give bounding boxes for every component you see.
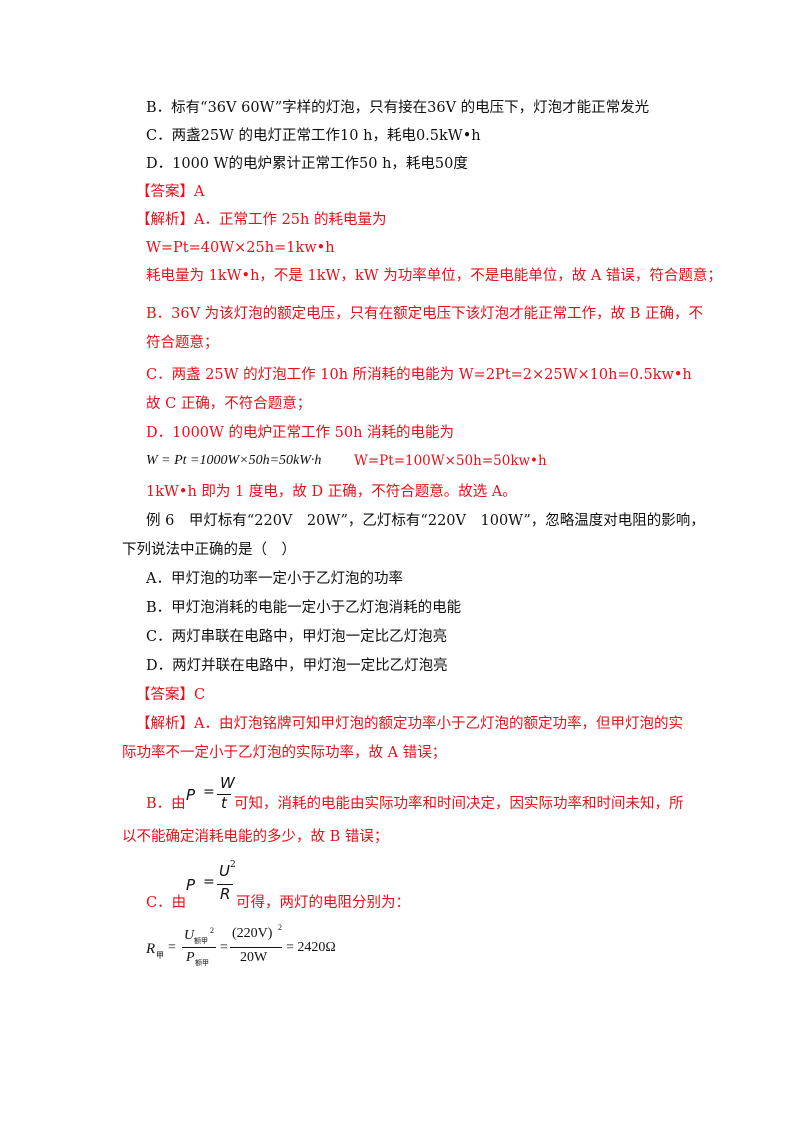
option-c-line: C．两盏25W 的电灯正常工作10 h，耗电0.5kW•h	[146, 128, 481, 144]
analysis-line-10-post: 可得，两灯的电阻分别为：	[236, 895, 410, 911]
resistance-bar-1	[182, 947, 216, 948]
analysis-line-10-prefix: C．由	[146, 895, 187, 911]
example6-line-a: 例 6 甲灯标有“220V 20W”，乙灯标有“220V 100W”，忽略温度对…	[146, 513, 705, 529]
formula-wpt: W=Pt=40W×25h=1kw•h	[146, 240, 335, 256]
resistance-eq-2: =	[220, 940, 228, 955]
formula-p2-symbol: P	[186, 876, 196, 894]
formula-u-symbol: U	[219, 862, 230, 880]
analysis-line-5: 故 C 正确，不符合题意；	[146, 396, 312, 412]
resistance-p-sub: 额甲	[195, 959, 209, 967]
analysis-line-8b: 际功率不一定小于乙灯泡的实际功率，故 A 错误；	[122, 745, 447, 761]
option-d2-line: D．两灯并联在电路中，甲灯泡一定比乙灯泡亮	[146, 658, 448, 674]
formula-power-ur: P = U 2 R	[186, 860, 236, 910]
analysis-line-6: D．1000W 的电炉正常工作 50h 消耗的电能为	[146, 425, 455, 441]
formula-fraction-bar	[217, 794, 231, 795]
formula-t-symbol: t	[221, 794, 227, 812]
formula-electric-energy-red: W=Pt=100W×50h=50kw•h	[354, 453, 547, 469]
resistance-u-sq: 2	[210, 926, 214, 935]
resistance-u-symbol: U	[184, 928, 195, 943]
resistance-220v-sq: 2	[278, 923, 282, 932]
analysis-line-3a: B．36V 为该灯泡的额定电压，只有在额定电压下该灯泡才能正常工作，故 B 正确…	[146, 306, 704, 322]
resistance-220v: (220V)	[232, 926, 273, 941]
resistance-r-symbol: R	[146, 941, 156, 957]
formula-r-symbol: R	[220, 885, 231, 903]
resistance-20w: 20W	[240, 950, 268, 965]
analysis-line-9-post: 可知，消耗的电能由实际功率和时间决定，因实际功率和时间未知，所	[234, 796, 684, 812]
analysis-line-8a: 【解析】A．由灯泡铭牌可知甲灯泡的额定功率小于乙灯泡的额定功率，但甲灯泡的实	[136, 716, 683, 732]
option-c2-line: C．两灯串联在电路中，甲灯泡一定比乙灯泡亮	[146, 629, 448, 645]
option-a-line: A．甲灯泡的功率一定小于乙灯泡的功率	[146, 571, 403, 587]
analysis-line-10: C．由	[146, 893, 186, 913]
option-d-line: D．1000 W的电炉累计正常工作50 h，耗电50度	[146, 156, 468, 172]
formula-w-symbol: W	[220, 774, 235, 792]
option-b-line: B．标有“36V 60W”字样的灯泡，只有接在36V 的电压下，灯泡才能正常发光	[146, 100, 650, 116]
analysis-line-2: 耗电量为 1kW•h，不是 1kW，kW 为功率单位，不是电能单位，故 A 错误…	[146, 268, 722, 284]
formula-u-squared: 2	[230, 860, 236, 870]
resistance-eq-1: =	[168, 940, 176, 955]
formula-fraction-bar-2	[217, 884, 233, 885]
formula-p-symbol: P	[186, 786, 196, 804]
analysis-line-4: C．两盏 25W 的灯泡工作 10h 所消耗的电能为 W=2Pt=2×25W×1…	[146, 367, 692, 383]
resistance-r-sub: 甲	[156, 951, 164, 960]
resistance-bar-2	[230, 947, 282, 948]
formula-resistance: R 甲 = U 额甲 2 P 额甲 = (220V) 2 20W = 2420Ω	[146, 923, 366, 976]
formula-equals-2: =	[203, 874, 215, 890]
analysis-line-3b: 符合题意；	[146, 335, 219, 351]
analysis-line-1: 【解析】A．正常工作 25h 的耗电量为	[136, 212, 387, 228]
formula-equals: =	[203, 784, 215, 800]
formula-power-wt: P = W t	[186, 774, 235, 818]
analysis-line-7: 1kW•h 即为 1 度电，故 D 正确，不符合题意。故选 A。	[146, 484, 517, 500]
option-b2-line: B．甲灯泡消耗的电能一定小于乙灯泡消耗的电能	[146, 600, 462, 616]
analysis-line-9-prefix: B．由	[146, 796, 186, 812]
example6-line-b: 下列说法中正确的是（ ）	[122, 542, 296, 558]
resistance-result: = 2420Ω	[286, 940, 336, 955]
analysis-line-9: B．由	[146, 794, 186, 814]
answer-label-2: 【答案】C	[136, 687, 206, 703]
formula-electric-energy: W = Pt =1000W×50h=50kW·h	[146, 453, 322, 468]
resistance-u-sub: 额甲	[194, 937, 208, 945]
analysis-line-9b: 以不能确定消耗电能的多少，故 B 错误；	[122, 829, 389, 845]
resistance-p-symbol: P	[186, 950, 195, 965]
answer-label-1: 【答案】A	[136, 184, 205, 200]
